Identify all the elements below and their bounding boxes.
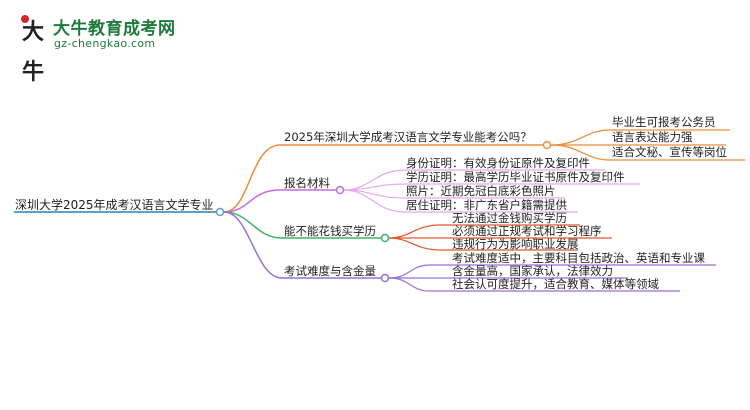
leaf-node: 社会认可度提升，适合教育、媒体等领域 xyxy=(452,277,659,291)
leaf-node: 语言表达能力强 xyxy=(612,130,693,144)
branch-node-application-materials: 报名材料 xyxy=(284,176,330,190)
leaf-node: 无法通过金钱购买学历 xyxy=(452,211,567,225)
leaf-node: 必须通过正规考试和学习程序 xyxy=(452,224,602,238)
leaf-node: 学历证明：最高学历毕业证书原件及复印件 xyxy=(406,170,625,184)
leaf-node: 适合文秘、宣传等岗位 xyxy=(612,145,727,159)
leaf-node: 身份证明：有效身份证原件及复印件 xyxy=(406,156,590,170)
site-logo: 大牛 大牛教育成考网 gz-chengkao.com xyxy=(16,10,175,85)
branch-node-buy-degree: 能不能花钱买学历 xyxy=(284,224,376,238)
logo-url: gz-chengkao.com xyxy=(54,37,156,50)
leaf-node: 照片：近期免冠白底彩色照片 xyxy=(406,184,556,198)
logo-title: 大牛教育成考网 xyxy=(53,19,176,39)
logo-mark-icon: 大牛 xyxy=(16,12,50,85)
root-node: 深圳大学2025年成考汉语言文学专业 xyxy=(15,198,214,212)
leaf-node: 毕业生可报考公务员 xyxy=(612,115,716,129)
leaf-node: 考试难度适中，主要科目包括政治、英语和专业课 xyxy=(452,251,705,265)
root-node-dot xyxy=(215,207,225,217)
branch-node-difficulty-value: 考试难度与含金量 xyxy=(284,264,376,278)
branch-node-can-civil-service: 2025年深圳大学成考汉语言文学专业能考公吗？ xyxy=(284,130,532,144)
leaf-node: 违规行为为影响职业发展 xyxy=(452,237,579,251)
leaf-node: 居住证明：非广东省户籍需提供 xyxy=(406,198,567,212)
leaf-node: 含金量高，国家承认，法律效力 xyxy=(452,264,613,278)
